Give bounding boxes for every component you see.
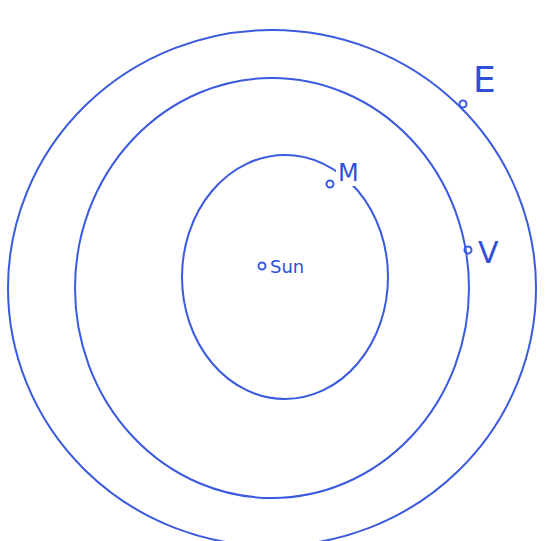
inner-orbit [182,155,388,399]
planet-label: M [336,160,361,186]
planet-dot [327,181,334,188]
planet-dot [465,247,472,254]
planet-label: E [471,60,498,100]
sun-label: Sun [268,257,306,277]
middle-orbit [75,78,469,498]
sun-dot [259,263,266,270]
planet-dot [460,101,467,108]
planet-label: V [476,236,501,269]
outer-orbit [8,30,536,541]
